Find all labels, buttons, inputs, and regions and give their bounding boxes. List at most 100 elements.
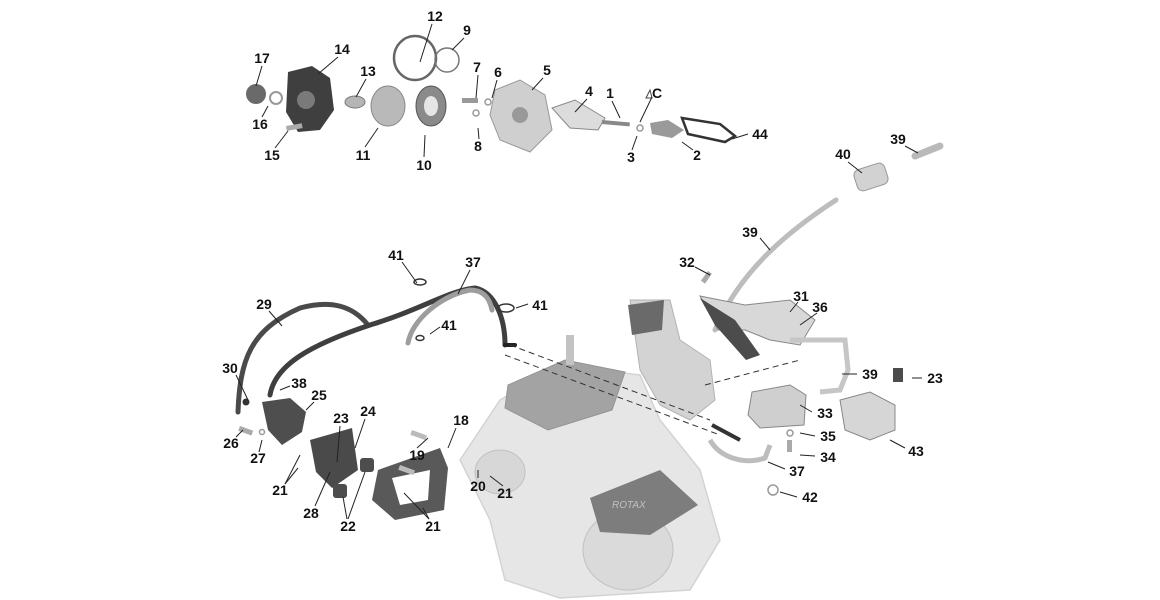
leader-line [799,312,818,326]
callout-38[interactable]: 38 [291,375,307,391]
callout-40[interactable]: 40 [835,146,851,162]
callout-18[interactable]: 18 [453,412,469,428]
callout-42[interactable]: 42 [802,489,818,505]
fuel-filter-illustration [699,142,944,395]
callout-14[interactable]: 14 [334,41,350,57]
callout-20[interactable]: 20 [470,478,486,494]
callout-23[interactable]: 23 [333,410,349,426]
leader-line [477,127,480,140]
callout-1[interactable]: 1 [606,85,614,101]
callout-41[interactable]: 41 [388,247,404,263]
spark-plug-icon [566,335,574,365]
leader-line [767,461,786,470]
callout-2[interactable]: 2 [693,147,701,163]
callout-41[interactable]: 41 [532,297,548,313]
callout-11[interactable]: 11 [355,147,371,163]
assembly-dashed-lines [504,344,801,436]
callout-10[interactable]: 10 [416,157,432,173]
callout-23[interactable]: 23 [927,370,943,386]
callout-29[interactable]: 29 [256,296,272,312]
callout-21[interactable]: 21 [425,518,441,534]
callout-19[interactable]: 19 [409,447,425,463]
callout-27[interactable]: 27 [250,450,266,466]
callout-21[interactable]: 21 [497,485,513,501]
callout-41[interactable]: 41 [441,317,457,333]
leader-line [639,96,653,123]
water-pump-illustration [246,34,738,153]
bracket-illustration [238,398,448,520]
leader-line [904,145,919,154]
callout-39[interactable]: 39 [890,131,906,147]
leader-line [261,105,269,118]
leader-line [342,496,348,520]
callout-32[interactable]: 32 [679,254,695,270]
engine-block-illustration: ROTAX [459,299,721,599]
leader-line [489,475,504,487]
callout-26[interactable]: 26 [223,435,239,451]
callout-17[interactable]: 17 [254,50,270,66]
callout-35[interactable]: 35 [820,428,836,444]
leader-line [611,100,621,119]
leader-line [694,266,711,276]
callout-34[interactable]: 34 [820,449,836,465]
callout-9[interactable]: 9 [463,22,471,38]
callout-31[interactable]: 31 [793,288,809,304]
callout-37[interactable]: 37 [789,463,805,479]
callout-16[interactable]: 16 [252,116,268,132]
callout-30[interactable]: 30 [222,360,238,376]
callout-44[interactable]: 44 [752,126,768,142]
leader-line [354,418,366,449]
callout-6[interactable]: 6 [494,64,502,80]
engine-badge: ROTAX [612,500,646,511]
leader-line [347,471,366,520]
callout-33[interactable]: 33 [817,405,833,421]
callout-43[interactable]: 43 [908,443,924,459]
callout-39[interactable]: 39 [742,224,758,240]
callout-5[interactable]: 5 [543,62,551,78]
callout-13[interactable]: 13 [360,63,376,79]
hoses-illustration [235,278,517,415]
callout-C[interactable]: C [651,85,663,101]
fuel-pump-illustration [707,368,903,496]
leader-line [422,507,430,520]
callout-21[interactable]: 21 [272,482,288,498]
leader-line [268,310,283,327]
callout-37[interactable]: 37 [465,254,481,270]
leader-line [235,429,244,438]
leader-line [419,23,433,63]
callout-15[interactable]: 15 [264,147,280,163]
leader-line [731,133,749,140]
leader-line [574,98,588,113]
leader-line [255,65,263,87]
callout-4[interactable]: 4 [585,83,593,99]
callout-39[interactable]: 39 [862,366,878,382]
leader-line [284,467,299,485]
leader-line [423,134,426,158]
callout-12[interactable]: 12 [427,8,443,24]
leader-line [889,439,906,449]
callout-3[interactable]: 3 [627,149,635,165]
callout-7[interactable]: 7 [473,59,481,75]
leader-line [403,492,430,520]
leader-line [799,432,816,437]
leader-line [258,439,263,453]
leader-line [531,77,544,91]
leader-line [274,130,289,149]
leader-line [416,437,429,449]
leader-line [515,303,529,309]
leader-line [429,326,441,335]
leader-line [847,161,863,174]
leader-line [799,454,816,457]
leader-line [681,141,694,151]
callout-25[interactable]: 25 [311,387,327,403]
callout-24[interactable]: 24 [360,403,376,419]
leader-line [336,425,341,463]
leader-line [284,454,301,485]
callout-22[interactable]: 22 [340,518,356,534]
callout-36[interactable]: 36 [812,299,828,315]
callout-8[interactable]: 8 [474,138,482,154]
leader-line [235,374,249,401]
leader-line [789,301,799,313]
callout-28[interactable]: 28 [303,505,319,521]
